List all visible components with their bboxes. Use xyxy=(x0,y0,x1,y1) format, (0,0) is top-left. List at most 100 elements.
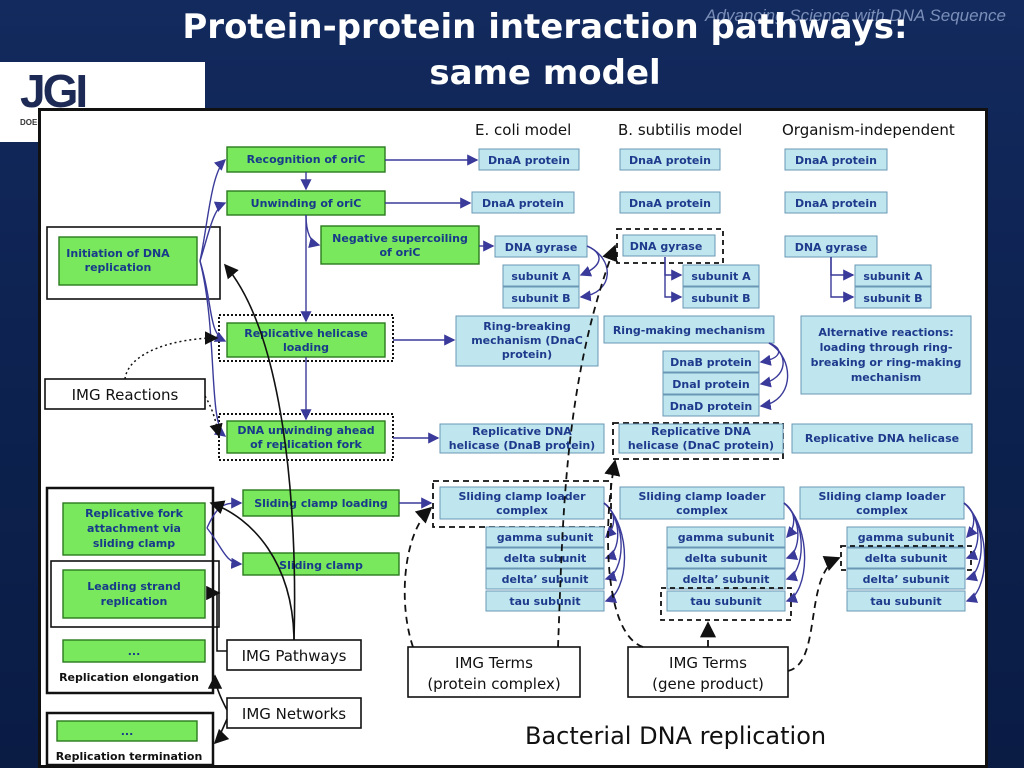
ecoli-helicase[interactable]: Replicative DNA helicase (DnaB protein) xyxy=(439,423,605,454)
pathway-ellipsis-2[interactable]: ... xyxy=(56,720,198,742)
ecoli-dnaa-1-label: DnaA protein xyxy=(488,154,570,167)
slide-tagline: Advancing Science with DNA Sequence xyxy=(705,6,1006,25)
ecoli-subunit-b[interactable]: subunit B xyxy=(502,286,580,309)
ecoli-gyrase[interactable]: DNA gyrase xyxy=(494,235,588,258)
slide-title: Protein-protein interaction pathways: sa… xyxy=(150,4,940,96)
indep-tau-label: tau subunit xyxy=(870,595,941,608)
label-img-reactions: IMG Reactions xyxy=(44,378,206,410)
indep-subunit-b[interactable]: subunit B xyxy=(854,286,932,309)
ecoli-ring-breaking[interactable]: Ring-breaking mechanism (DnaC protein) xyxy=(455,315,599,367)
pathway-initiation[interactable]: Initiation of DNA replication xyxy=(46,226,221,300)
bsub-dnab-label: DnaB protein xyxy=(670,356,752,369)
bsub-dnai[interactable]: DnaI protein xyxy=(662,372,760,395)
ecoli-deltap[interactable]: delta’ subunit xyxy=(485,568,605,590)
label-img-terms-gene: IMG Terms (gene product) xyxy=(627,646,789,698)
reaction-clamp-loading[interactable]: Sliding clamp loading xyxy=(242,489,400,517)
indep-alt-line1: Alternative reactions: xyxy=(818,326,953,339)
bsub-tau[interactable]: tau subunit xyxy=(666,590,786,612)
bsub-dnai-label: DnaI protein xyxy=(672,378,749,391)
bsub-helicase-line2: helicase (DnaC protein) xyxy=(628,439,774,452)
bsub-helicase-dashed-frame xyxy=(612,422,784,460)
ecoli-clamp-loader[interactable]: Sliding clamp loader complex xyxy=(439,486,605,520)
connector-lines xyxy=(124,154,985,745)
ecoli-delta[interactable]: delta subunit xyxy=(485,547,605,569)
bacterial-dna-replication-label: Bacterial DNA replication xyxy=(525,722,826,750)
bsub-ring-making[interactable]: Ring-making mechanism xyxy=(603,315,775,344)
ecoli-dnaa-1[interactable]: DnaA protein xyxy=(478,148,580,171)
reaction-recognition-label: Recognition of oriC xyxy=(247,153,366,166)
bsub-subunit-b-label: subunit B xyxy=(691,292,750,305)
pathway-termination-label: Replication termination xyxy=(56,750,203,763)
ecoli-tau[interactable]: tau subunit xyxy=(485,590,605,612)
bsub-subunit-a[interactable]: subunit A xyxy=(682,264,760,287)
indep-deltap-label: delta’ subunit xyxy=(863,573,950,586)
bsub-gyrase[interactable]: DNA gyrase xyxy=(622,234,716,257)
ecoli-clamp-line2: complex xyxy=(496,504,548,517)
jgi-logo-subtext: DOE xyxy=(20,118,38,127)
diagram-panel: E. coli model B. subtilis model Organism… xyxy=(38,108,988,768)
indep-alternative[interactable]: Alternative reactions: loading through r… xyxy=(800,315,972,395)
ecoli-ringbreak-line1: Ring-breaking xyxy=(483,320,570,333)
pathway-ellipsis-2-label: ... xyxy=(121,725,134,738)
reaction-sliding-clamp[interactable]: Sliding clamp xyxy=(242,552,400,576)
bsub-clamp-loader[interactable]: Sliding clamp loader complex xyxy=(619,486,785,520)
bsub-clamp-line1: Sliding clamp loader xyxy=(638,490,766,503)
bsub-clamp-line2: complex xyxy=(676,504,728,517)
pathway-leading-line2: replication xyxy=(101,595,168,608)
bsub-dnaa-2-label: DnaA protein xyxy=(629,197,711,210)
indep-dnaa-1[interactable]: DnaA protein xyxy=(784,148,888,171)
bsub-deltap[interactable]: delta’ subunit xyxy=(666,568,786,590)
reaction-supercoiling[interactable]: Negative supercoiling of oriC xyxy=(320,225,480,265)
img-terms-gene-line2: (gene product) xyxy=(652,675,764,693)
pathway-elongation-label: Replication elongation xyxy=(59,671,199,684)
indep-alt-line2: loading through ring- xyxy=(820,341,953,354)
bsub-dnab[interactable]: DnaB protein xyxy=(662,350,760,373)
pathway-initiation-line1: Initiation of DNA xyxy=(66,247,170,260)
pathway-fork-attachment[interactable]: Replicative fork attachment via sliding … xyxy=(62,502,206,556)
ecoli-gamma[interactable]: gamma subunit xyxy=(485,526,605,548)
indep-gyrase[interactable]: DNA gyrase xyxy=(784,235,878,258)
ecoli-gamma-label: gamma subunit xyxy=(497,531,593,544)
indep-dnaa-2-label: DnaA protein xyxy=(795,197,877,210)
reaction-dna-unwinding-fork[interactable]: DNA unwinding ahead of replication fork xyxy=(218,413,394,461)
pathway-ellipsis-1[interactable]: ... xyxy=(62,639,206,663)
pathway-initiation-line2: replication xyxy=(85,261,152,274)
label-img-reactions-text: IMG Reactions xyxy=(72,386,179,404)
reaction-recognition[interactable]: Recognition of oriC xyxy=(226,146,386,173)
reaction-helicase-line2: loading xyxy=(283,341,329,354)
bsub-helicase[interactable]: Replicative DNA helicase (DnaC protein) xyxy=(618,423,784,454)
bsub-gamma[interactable]: gamma subunit xyxy=(666,526,786,548)
pathway-leading-line1: Leading strand xyxy=(87,580,180,593)
indep-gamma[interactable]: gamma subunit xyxy=(846,526,966,548)
reaction-supercoiling-line1: Negative supercoiling xyxy=(332,232,468,245)
bsub-dnad[interactable]: DnaD protein xyxy=(662,394,760,417)
label-img-pathways-text: IMG Pathways xyxy=(242,647,347,665)
indep-deltap[interactable]: delta’ subunit xyxy=(846,568,966,590)
ecoli-subunit-a[interactable]: subunit A xyxy=(502,264,580,287)
bsub-dnaa-1[interactable]: DnaA protein xyxy=(619,148,721,171)
bsub-delta-label: delta subunit xyxy=(685,552,768,565)
bsub-ringmake-label: Ring-making mechanism xyxy=(613,324,765,337)
reaction-fork-line1: DNA unwinding ahead xyxy=(237,424,374,437)
label-img-networks-text: IMG Networks xyxy=(242,705,346,723)
indep-tau[interactable]: tau subunit xyxy=(846,590,966,612)
reaction-unwinding[interactable]: Unwinding of oriC xyxy=(226,190,386,216)
bsub-subunit-b[interactable]: subunit B xyxy=(682,286,760,309)
label-img-terms-complex: IMG Terms (protein complex) xyxy=(407,646,581,698)
pathway-leading-strand[interactable]: Leading strand replication xyxy=(62,569,206,619)
img-terms-complex-line1: IMG Terms xyxy=(455,654,533,672)
ecoli-dnaa-2[interactable]: DnaA protein xyxy=(471,191,575,214)
ecoli-deltap-label: delta’ subunit xyxy=(502,573,589,586)
reaction-helicase-loading[interactable]: Replicative helicase loading xyxy=(218,314,394,362)
bsub-dnaa-2[interactable]: DnaA protein xyxy=(619,191,721,214)
indep-helicase[interactable]: Replicative DNA helicase xyxy=(791,423,973,454)
label-img-pathways: IMG Pathways xyxy=(226,639,362,671)
indep-subunit-a[interactable]: subunit A xyxy=(854,264,932,287)
bsub-tau-label: tau subunit xyxy=(690,595,761,608)
bsub-delta[interactable]: delta subunit xyxy=(666,547,786,569)
indep-dnaa-2[interactable]: DnaA protein xyxy=(784,191,888,214)
indep-delta[interactable]: delta subunit xyxy=(846,547,966,569)
indep-clamp-line1: Sliding clamp loader xyxy=(818,490,946,503)
header-bsubtilis: B. subtilis model xyxy=(618,121,742,139)
indep-clamp-loader[interactable]: Sliding clamp loader complex xyxy=(799,486,965,520)
